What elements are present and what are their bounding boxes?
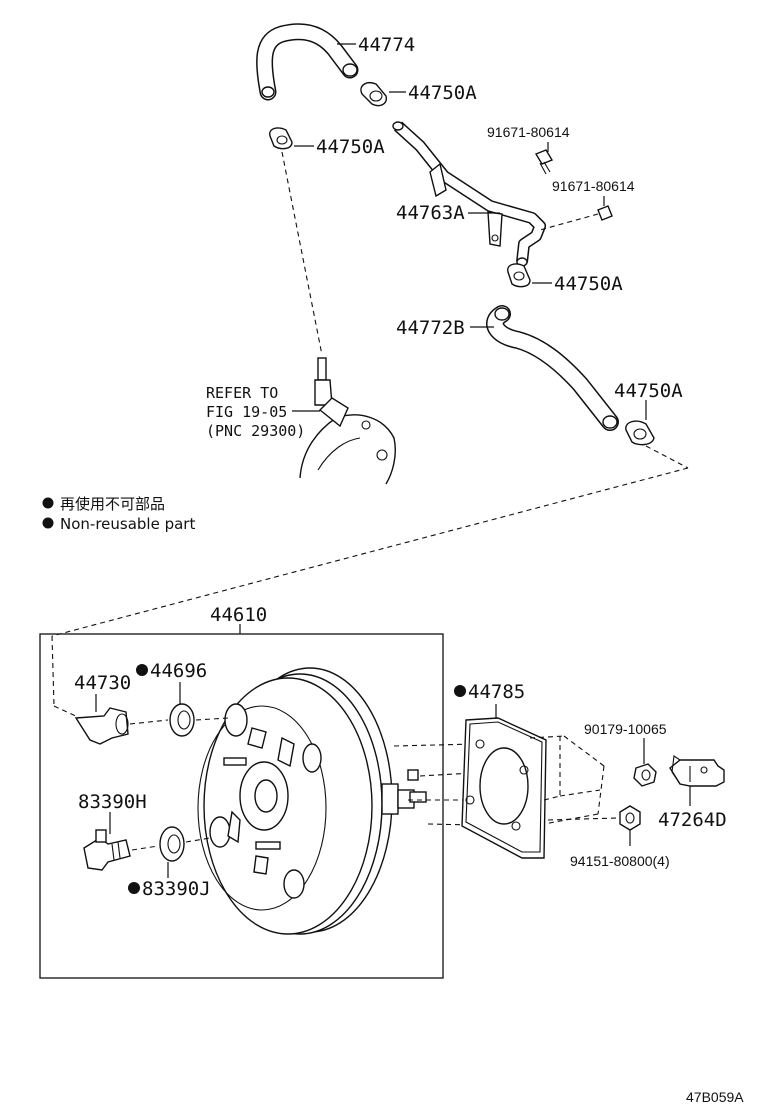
non-reusable-bullet (42, 497, 54, 509)
grommet-44696 (169, 703, 195, 737)
label-44696: 44696 (150, 660, 207, 682)
label-44750a-4: 44750A (614, 380, 683, 402)
label-44750a-1: 44750A (408, 82, 477, 104)
non-reusable-bullet (136, 664, 148, 676)
pipe-44763a (392, 121, 546, 267)
gasket-44785 (461, 717, 547, 859)
non-reusable-bullet (128, 882, 140, 894)
figure-code: 47B059A (686, 1089, 744, 1105)
fitting-44730 (74, 707, 129, 745)
label-83390h: 83390H (78, 791, 147, 813)
clip-44750a-1 (360, 82, 387, 107)
label-44785: 44785 (468, 681, 525, 703)
legend: 再使用不可部品 Non-reusable part (42, 495, 195, 533)
label-47264d: 47264D (658, 809, 727, 831)
hose-44774 (256, 23, 359, 101)
sensor-83390h (83, 829, 131, 871)
clip-44750a-4 (625, 420, 655, 446)
grommet-83390j (159, 826, 185, 862)
non-reusable-bullet (454, 685, 466, 697)
brake-booster (197, 667, 427, 935)
label-44610: 44610 (210, 604, 267, 626)
label-94151: 94151-80800(4) (570, 853, 670, 869)
label-44750a-3: 44750A (554, 273, 623, 295)
bolt-91671-2 (539, 205, 613, 231)
label-91671-2: 91671-80614 (552, 178, 635, 194)
pump-reference (299, 357, 396, 485)
label-44772b: 44772B (396, 317, 465, 339)
legend-japanese: 再使用不可部品 (60, 495, 165, 513)
clip-44750a-3 (507, 263, 531, 288)
bolt-91671-1 (534, 149, 554, 175)
hose-44772b (486, 305, 619, 431)
refer-text-1: REFER TO (206, 384, 278, 402)
refer-text-2: FIG 19-05 (206, 403, 287, 421)
clevis-47264d (669, 755, 725, 787)
label-44774: 44774 (358, 34, 415, 56)
nut-90179 (633, 763, 657, 787)
label-44763a: 44763A (396, 202, 465, 224)
assembly-box-44610 (39, 633, 444, 979)
mounting-outline (529, 735, 605, 825)
label-83390j: 83390J (142, 878, 211, 900)
nut-94151 (619, 805, 641, 831)
label-91671-1: 91671-80614 (487, 124, 570, 140)
label-90179: 90179-10065 (584, 721, 667, 737)
clip-44750a-2 (269, 127, 293, 150)
label-44730: 44730 (74, 672, 131, 694)
refer-text-3: (PNC 29300) (206, 422, 305, 440)
non-reusable-bullet (42, 517, 54, 529)
legend-english: Non-reusable part (60, 515, 195, 533)
label-44750a-2: 44750A (316, 136, 385, 158)
